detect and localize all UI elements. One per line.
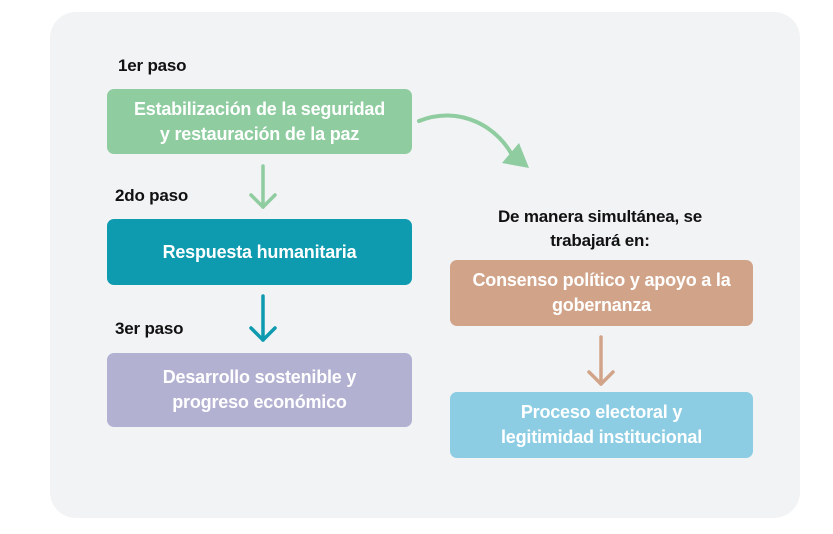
consensus-box: Consenso político y apoyo a la gobernanz… (450, 260, 753, 326)
simultaneous-heading: De manera simultánea, se trabajará en: (497, 207, 703, 250)
step-3-label: 3er paso (115, 319, 184, 338)
security-box: Estabilización de la seguridad y restaur… (107, 89, 412, 154)
electoral-box: Proceso electoral y legitimidad instituc… (450, 392, 753, 458)
step-1-label: 1er paso (118, 56, 187, 75)
down-arrow-green (249, 164, 277, 209)
step-2-label: 2do paso (115, 186, 189, 205)
down-arrow-teal (249, 294, 277, 342)
curved-arrow-green (417, 113, 529, 168)
down-arrow-brown (587, 335, 615, 386)
development-box: Desarrollo sostenible y progreso económi… (107, 353, 412, 427)
humanitarian-box: Respuesta humanitaria (107, 219, 412, 285)
